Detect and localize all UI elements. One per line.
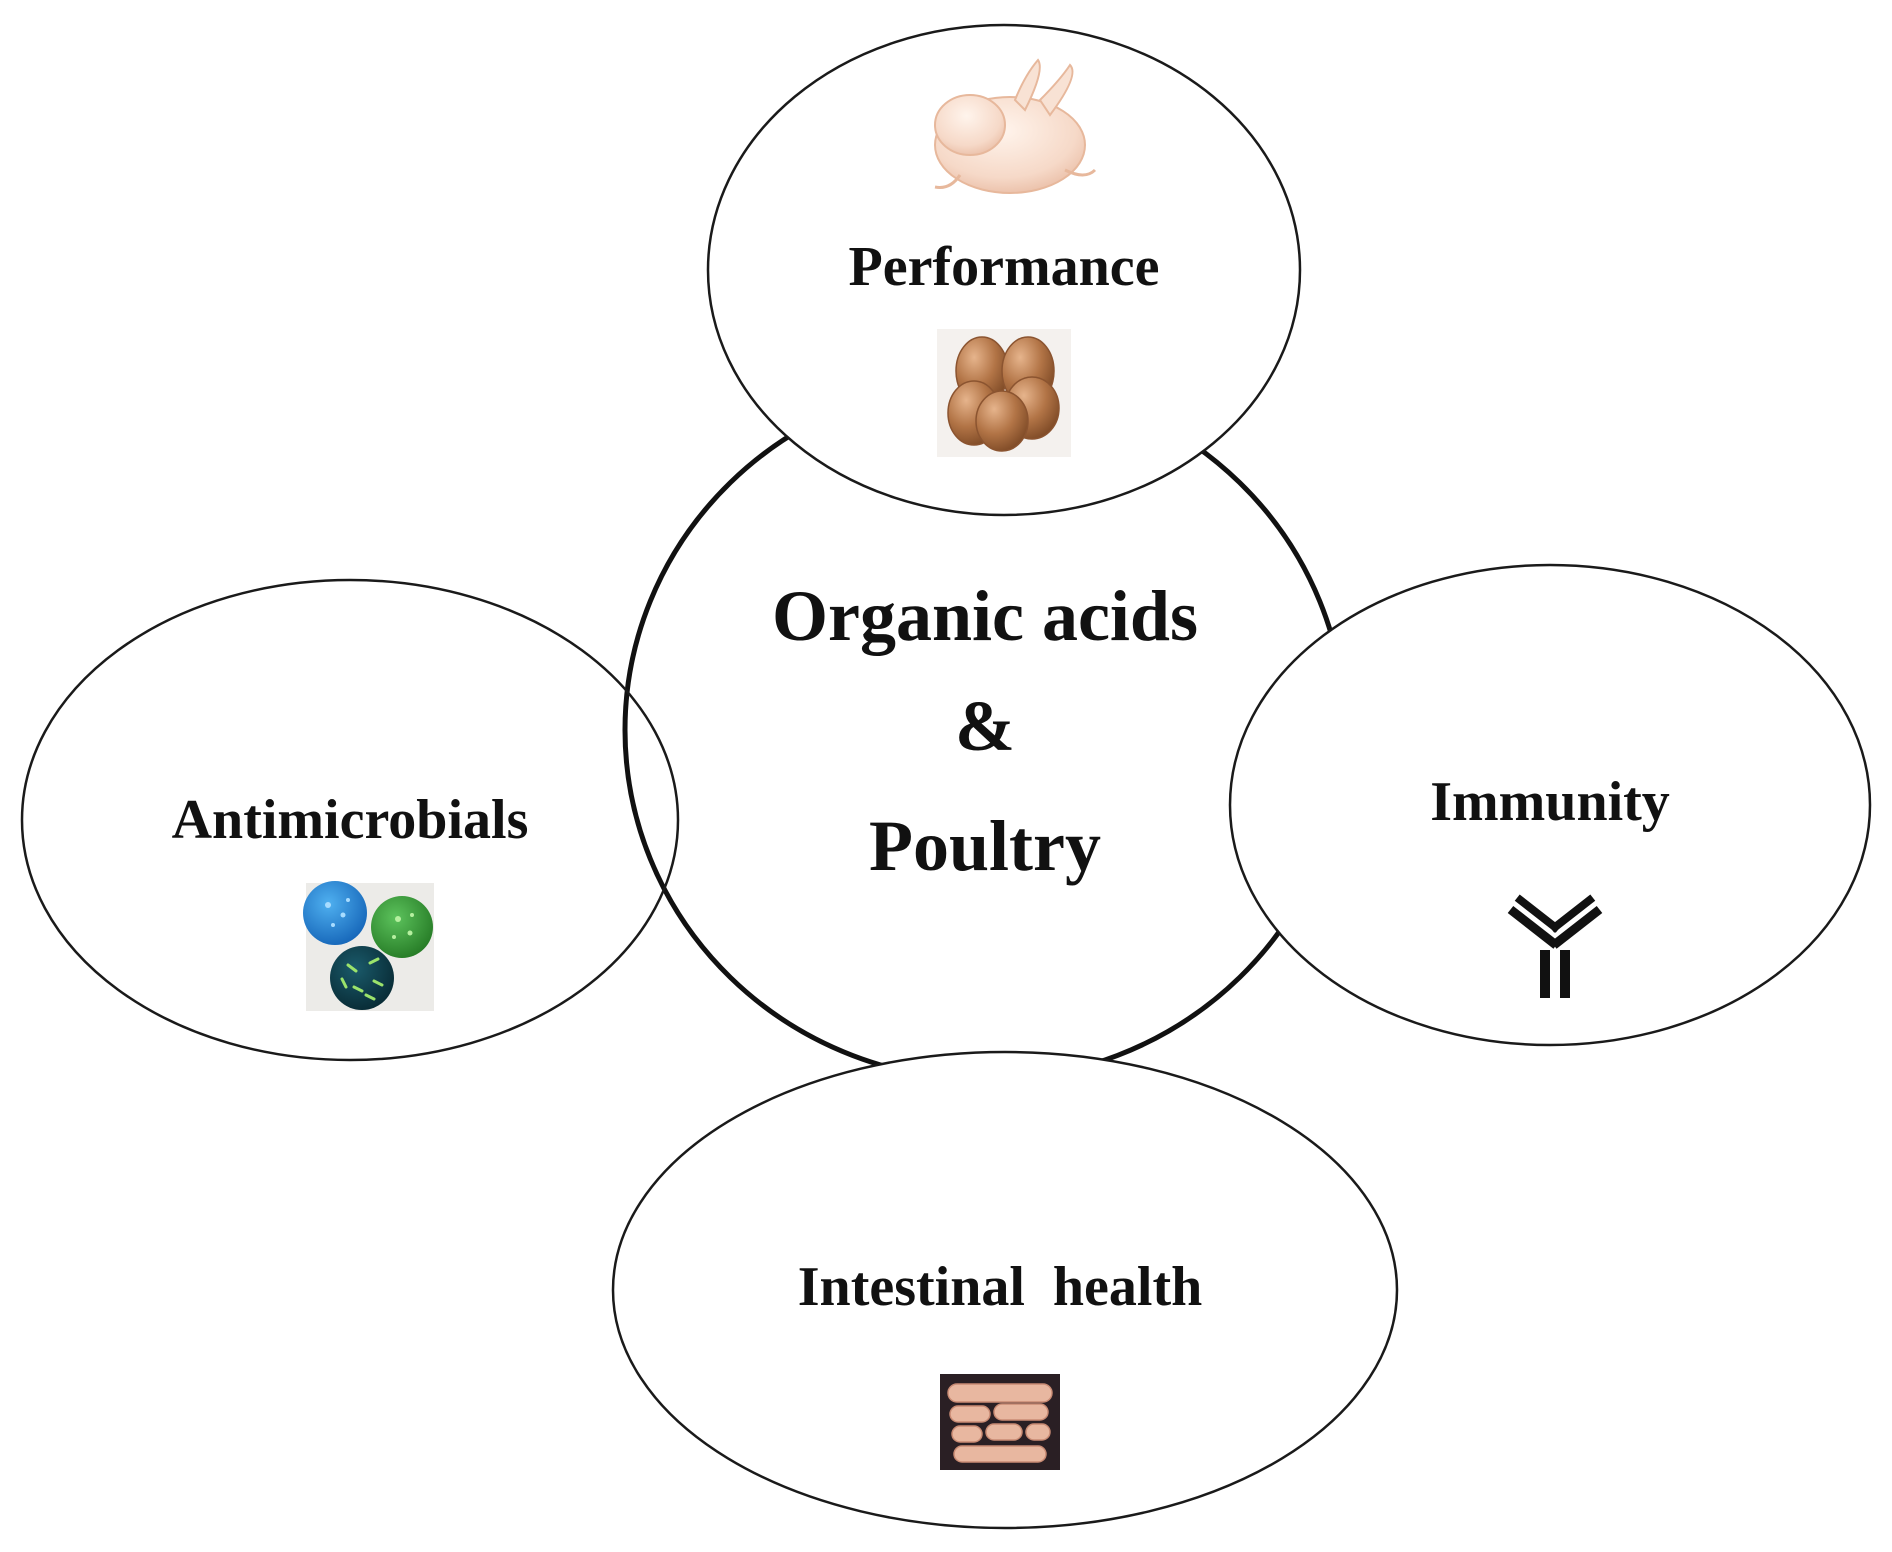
intestine-icon — [940, 1374, 1060, 1470]
node-intestinal-label: Intestinal health — [798, 1256, 1203, 1318]
brown-eggs-icon — [937, 329, 1071, 457]
node-immunity-oval — [1228, 563, 1872, 1047]
center-title-line2: & — [955, 686, 1015, 766]
node-antimicrobials-label: Antimicrobials — [172, 789, 529, 851]
center-title-line3: Poultry — [869, 806, 1101, 886]
node-antimicrobials-oval — [20, 578, 680, 1062]
antibody-icon — [1507, 894, 1603, 998]
center-title-line1: Organic acids — [772, 576, 1198, 656]
node-immunity-label: Immunity — [1430, 771, 1670, 833]
bacteria-cultures-icon — [303, 881, 434, 1011]
node-performance-oval — [706, 23, 1302, 517]
node-intestinal-oval — [611, 1050, 1399, 1530]
chicken-carcass-icon — [934, 58, 1097, 194]
node-performance-label: Performance — [849, 236, 1160, 298]
